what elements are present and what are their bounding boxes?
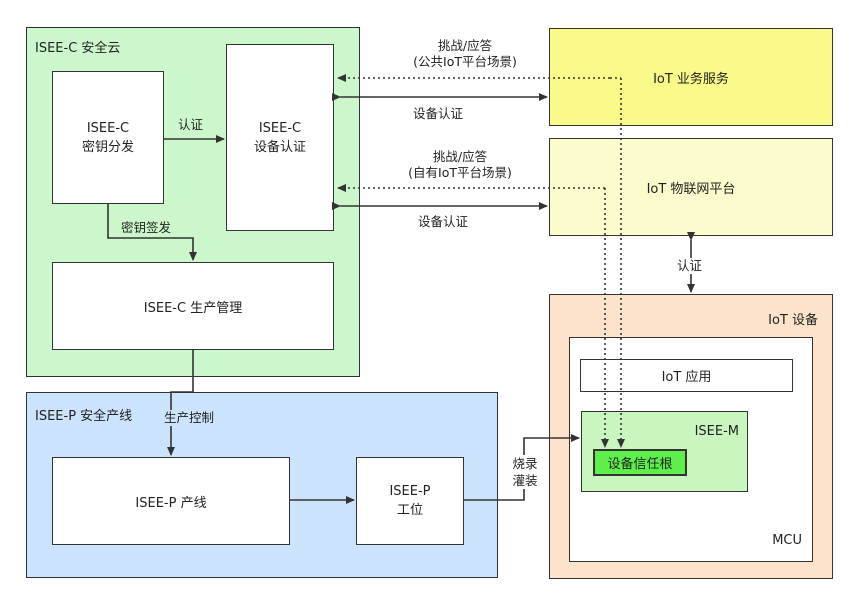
label-challenge-private-2: (自有IoT平台场景): [408, 165, 512, 180]
key-dist-line-2: 密钥分发: [81, 139, 134, 155]
iot-application: IoT 应用: [580, 359, 793, 392]
mcu-label: MCU: [772, 533, 802, 548]
prod-line-label: ISEE-P 产线: [135, 495, 207, 511]
iot-platform-title: IoT 物联网平台: [646, 181, 736, 197]
iot-device-title: IoT 设备: [768, 313, 818, 328]
trust-root-label: 设备信任根: [607, 457, 673, 472]
label-device-auth-2: 设备认证: [418, 214, 469, 229]
label-auth-internal: 认证: [178, 117, 204, 133]
label-challenge-public: 挑战/应答 (公共IoT平台场景): [395, 38, 535, 70]
arrow-keydist-to-prodmgmt: [107, 204, 197, 261]
label-key-sign: 密钥签发: [121, 220, 172, 236]
iot-service-title: IoT 业务服务: [653, 71, 729, 87]
isee-c-production-management: ISEE-C 生产管理: [52, 262, 334, 350]
label-burn-1: 烧录: [512, 456, 538, 471]
label-auth-platform: 认证: [675, 258, 705, 274]
label-device-auth-1: 设备认证: [413, 106, 464, 121]
label-challenge-private-1: 挑战/应答: [432, 149, 488, 164]
isee-c-key-distribution: ISEE-C 密钥分发: [52, 71, 164, 204]
isee-c-title: ISEE-C 安全云: [35, 41, 121, 56]
key-dist-line-1: ISEE-C: [86, 120, 130, 136]
label-challenge-public-2: (公共IoT平台场景): [413, 54, 517, 69]
label-burn: 烧录 灌装: [508, 455, 542, 489]
isee-m-label: ISEE-M: [694, 424, 739, 439]
isee-p-production-line: ISEE-P 产线: [52, 457, 290, 545]
label-challenge-public-1: 挑战/应答: [437, 38, 493, 53]
isee-p-station: ISEE-P 工位: [356, 457, 464, 545]
isee-p-title: ISEE-P 安全产线: [35, 409, 133, 424]
iot-app-label: IoT 应用: [661, 370, 712, 385]
arrow-prodmgmt-to-line: [167, 350, 194, 456]
label-burn-2: 灌装: [512, 473, 538, 488]
device-auth-line-1: ISEE-C: [258, 120, 302, 136]
station-line-2: 工位: [396, 503, 423, 518]
device-auth-line-2: 设备认证: [253, 139, 306, 155]
label-challenge-private: 挑战/应答 (自有IoT平台场景): [390, 149, 530, 181]
label-production-control: 生产控制: [164, 410, 215, 426]
device-trust-root: 设备信任根: [593, 449, 687, 476]
prod-mgmt-label: ISEE-C 生产管理: [143, 300, 243, 316]
isee-c-device-authentication: ISEE-C 设备认证: [226, 44, 334, 231]
station-line-1: ISEE-P: [389, 484, 431, 499]
iot-business-service: IoT 业务服务: [549, 28, 833, 126]
